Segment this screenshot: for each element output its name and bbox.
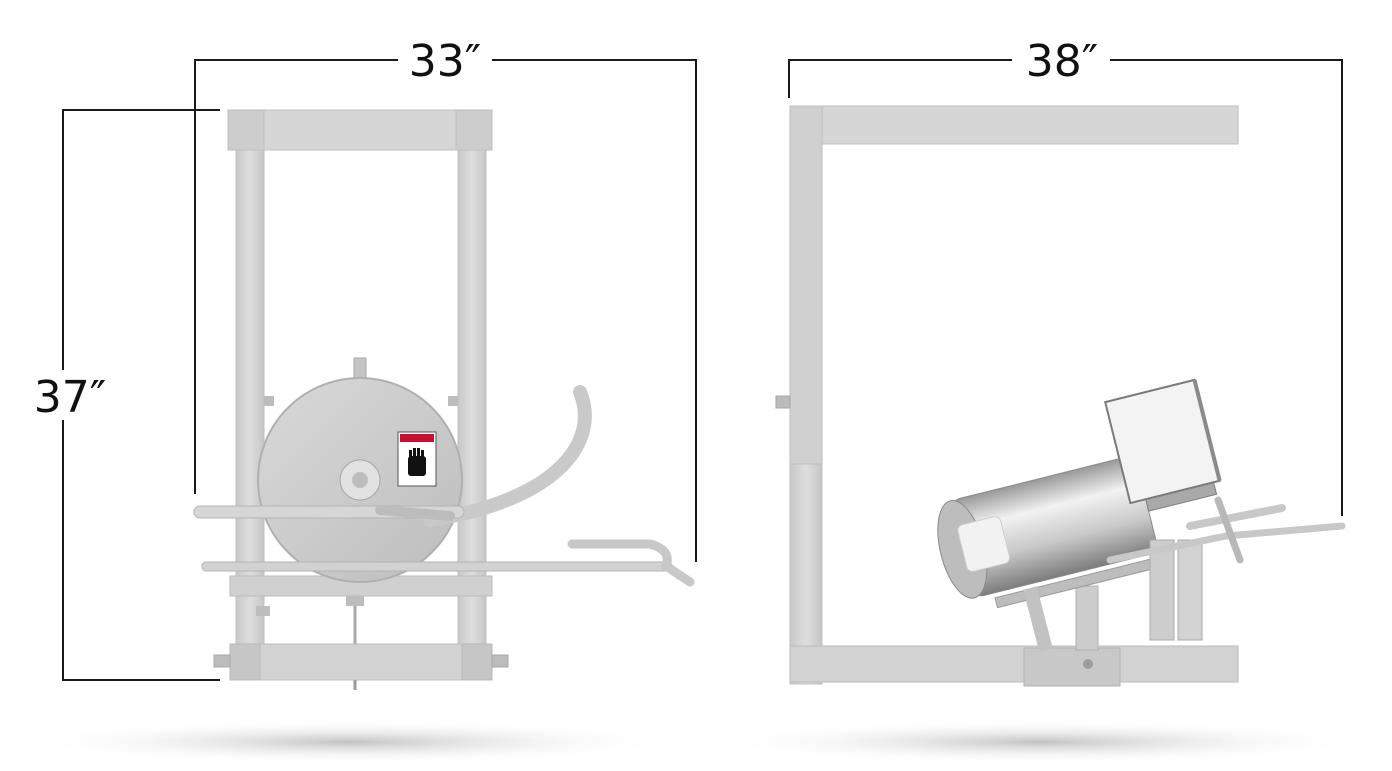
side-view xyxy=(775,105,1346,687)
dimension-height: 37″ xyxy=(34,109,220,681)
dimension-label-front-width: 33″ xyxy=(409,36,481,87)
dimension-front-width: 33″ xyxy=(194,36,697,562)
front-view xyxy=(193,109,695,690)
floor-shadows xyxy=(20,720,1370,764)
dimension-label-height: 37″ xyxy=(34,372,106,423)
hand-stop-icon xyxy=(408,448,426,476)
warning-label xyxy=(397,431,437,487)
dimension-side-width: 38″ xyxy=(788,36,1343,516)
dimension-label-side-width: 38″ xyxy=(1026,36,1098,87)
